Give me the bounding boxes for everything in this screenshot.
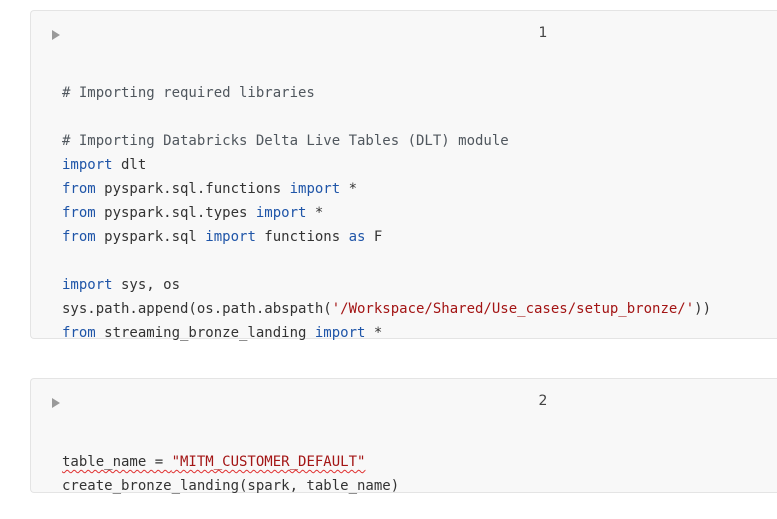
code-text: streaming_bronze_landing (95, 325, 315, 341)
code-line (62, 105, 711, 129)
code-keyword: from (62, 181, 96, 197)
code-text: functions (255, 229, 349, 245)
code-text: sys.path.append(os.path.abspath( (62, 301, 332, 317)
notebook-cell-1[interactable]: 1 # Importing required libraries # Import… (30, 10, 777, 341)
code-text: create_bronze_landing(spark, table_name) (62, 478, 400, 494)
code-editor[interactable]: table_name = "MITM_CUSTOMER_DEFAULT"crea… (62, 426, 399, 498)
code-comment: # Importing required libraries (62, 85, 315, 101)
code-line: # Importing Databricks Delta Live Tables… (62, 129, 711, 153)
code-line-error: table_name = "MITM_CUSTOMER_DEFAULT" (62, 450, 399, 474)
cell-number: 2 (538, 393, 548, 409)
code-string: "MITM_CUSTOMER_DEFAULT" (171, 454, 366, 470)
code-string: '/Workspace/Shared/Use_cases/setup_bronz… (331, 301, 695, 317)
code-keyword: import (255, 205, 307, 221)
code-comment: # Importing Databricks Delta Live Tables… (62, 133, 509, 149)
code-keyword: from (62, 325, 96, 341)
code-line: from streaming_bronze_landing import * (62, 321, 711, 345)
code-text: pyspark.sql (95, 229, 206, 245)
play-icon (52, 30, 60, 40)
code-text: * (340, 181, 358, 197)
code-text: )) (694, 301, 712, 317)
code-keyword: import (314, 325, 366, 341)
code-line: from pyspark.sql.types import * (62, 201, 711, 225)
cell-number: 1 (538, 25, 548, 41)
code-line: # Importing required libraries (62, 81, 711, 105)
code-keyword: import (289, 181, 341, 197)
code-text: * (365, 325, 383, 341)
code-text: pyspark.sql.types (95, 205, 256, 221)
code-text: * (306, 205, 324, 221)
code-text: F (365, 229, 383, 245)
code-keyword: from (62, 205, 96, 221)
code-keyword: import (205, 229, 256, 245)
code-keyword: as (348, 229, 366, 245)
code-line (62, 249, 711, 273)
code-line: import sys, os (62, 273, 711, 297)
code-editor[interactable]: # Importing required libraries # Importin… (62, 57, 711, 345)
run-cell-button[interactable] (49, 28, 63, 42)
code-keyword: import (62, 277, 113, 293)
play-icon (52, 398, 60, 408)
code-keyword: from (62, 229, 96, 245)
notebook-cell-2[interactable]: 2 table_name = "MITM_CUSTOMER_DEFAULT"cr… (30, 378, 777, 494)
code-text: sys, os (112, 277, 181, 293)
code-text: table_name = (62, 454, 172, 470)
code-line: create_bronze_landing(spark, table_name) (62, 474, 399, 498)
code-line: import dlt (62, 153, 711, 177)
code-line: sys.path.append(os.path.abspath('/Worksp… (62, 297, 711, 321)
run-cell-button[interactable] (49, 396, 63, 410)
code-text: pyspark.sql.functions (95, 181, 290, 197)
code-keyword: import (62, 157, 113, 173)
code-line: from pyspark.sql import functions as F (62, 225, 711, 249)
code-text: dlt (112, 157, 147, 173)
code-line: from pyspark.sql.functions import * (62, 177, 711, 201)
